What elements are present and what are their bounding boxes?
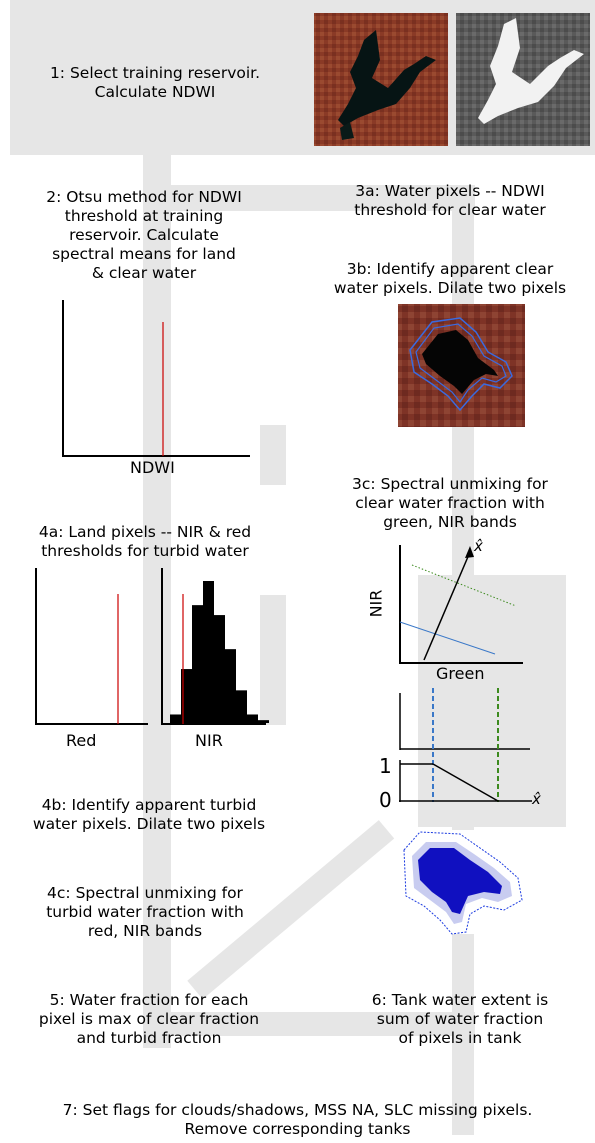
ndwi-histogram-axes — [62, 300, 250, 457]
flow-bar-top — [143, 185, 475, 211]
clear-water-fraction-image — [400, 830, 528, 935]
nir-bar-4 — [203, 581, 214, 723]
nir-bar-9 — [258, 720, 269, 723]
step-2-text: 2: Otsu method for NDWI threshold at tra… — [46, 188, 242, 282]
nir-bars — [170, 581, 269, 723]
step-3a-text: 3a: Water pixels -- NDWI threshold for c… — [354, 182, 546, 219]
step-4b-text: 4b: Identify apparent turbid water pixel… — [32, 796, 266, 833]
nir-bar-1 — [170, 714, 181, 723]
red-histogram-axes — [35, 568, 148, 725]
flow-bar-left — [143, 155, 171, 1048]
green-nir-plot — [399, 545, 523, 664]
nir-y-axis-label: NIR — [366, 589, 386, 618]
nir-bar-2 — [181, 669, 192, 723]
fraction-zero-label: 0 — [379, 788, 392, 812]
nir-axis-label: NIR — [195, 731, 223, 750]
clear-water-endmember-line — [399, 621, 496, 655]
fraction-one-label: 1 — [379, 754, 392, 778]
flow-bar-mid1 — [260, 425, 286, 485]
green-axis-label: Green — [436, 664, 485, 683]
step-7-text: 7: Set flags for clouds/shadows, MSS NA,… — [62, 1101, 533, 1138]
step-4c-text: 4c: Spectral unmixing for turbid water f… — [46, 884, 244, 940]
ndwi-axis-label: NDWI — [130, 458, 175, 477]
step-4a-text: 4a: Land pixels -- NIR & red thresholds … — [38, 523, 252, 560]
nir-bar-3 — [192, 605, 203, 723]
step-3b-text: 3b: Identify apparent clear water pixels… — [333, 260, 567, 297]
red-axis-label: Red — [66, 731, 97, 750]
x-hat-label-bottom: x̂ — [532, 790, 541, 808]
reservoir-ndwi-image — [456, 13, 590, 146]
nir-histogram — [161, 568, 269, 725]
reservoir-color-image — [314, 13, 448, 146]
nir-bar-5 — [214, 615, 225, 723]
x-hat-label-top: x̂ — [474, 537, 483, 555]
clear-water-image — [398, 304, 525, 427]
nir-bar-8 — [247, 714, 258, 723]
x-hat-axis — [423, 551, 471, 661]
unmixing-projection-plot — [399, 688, 532, 802]
step-6-text: 6: Tank water extent is sum of water fra… — [371, 991, 549, 1047]
step-5-text: 5: Water fraction for each pixel is max … — [38, 991, 260, 1047]
nir-bar-7 — [236, 690, 247, 723]
step-1-text: 1: Select training reservoir. Calculate … — [49, 64, 261, 101]
nir-bar-6 — [225, 649, 236, 723]
step-3c-text: 3c: Spectral unmixing for clear water fr… — [352, 475, 548, 531]
flow-bar-bottom — [143, 1012, 475, 1036]
land-endmember-line — [411, 564, 517, 607]
flow-bar-mid2 — [260, 595, 286, 725]
